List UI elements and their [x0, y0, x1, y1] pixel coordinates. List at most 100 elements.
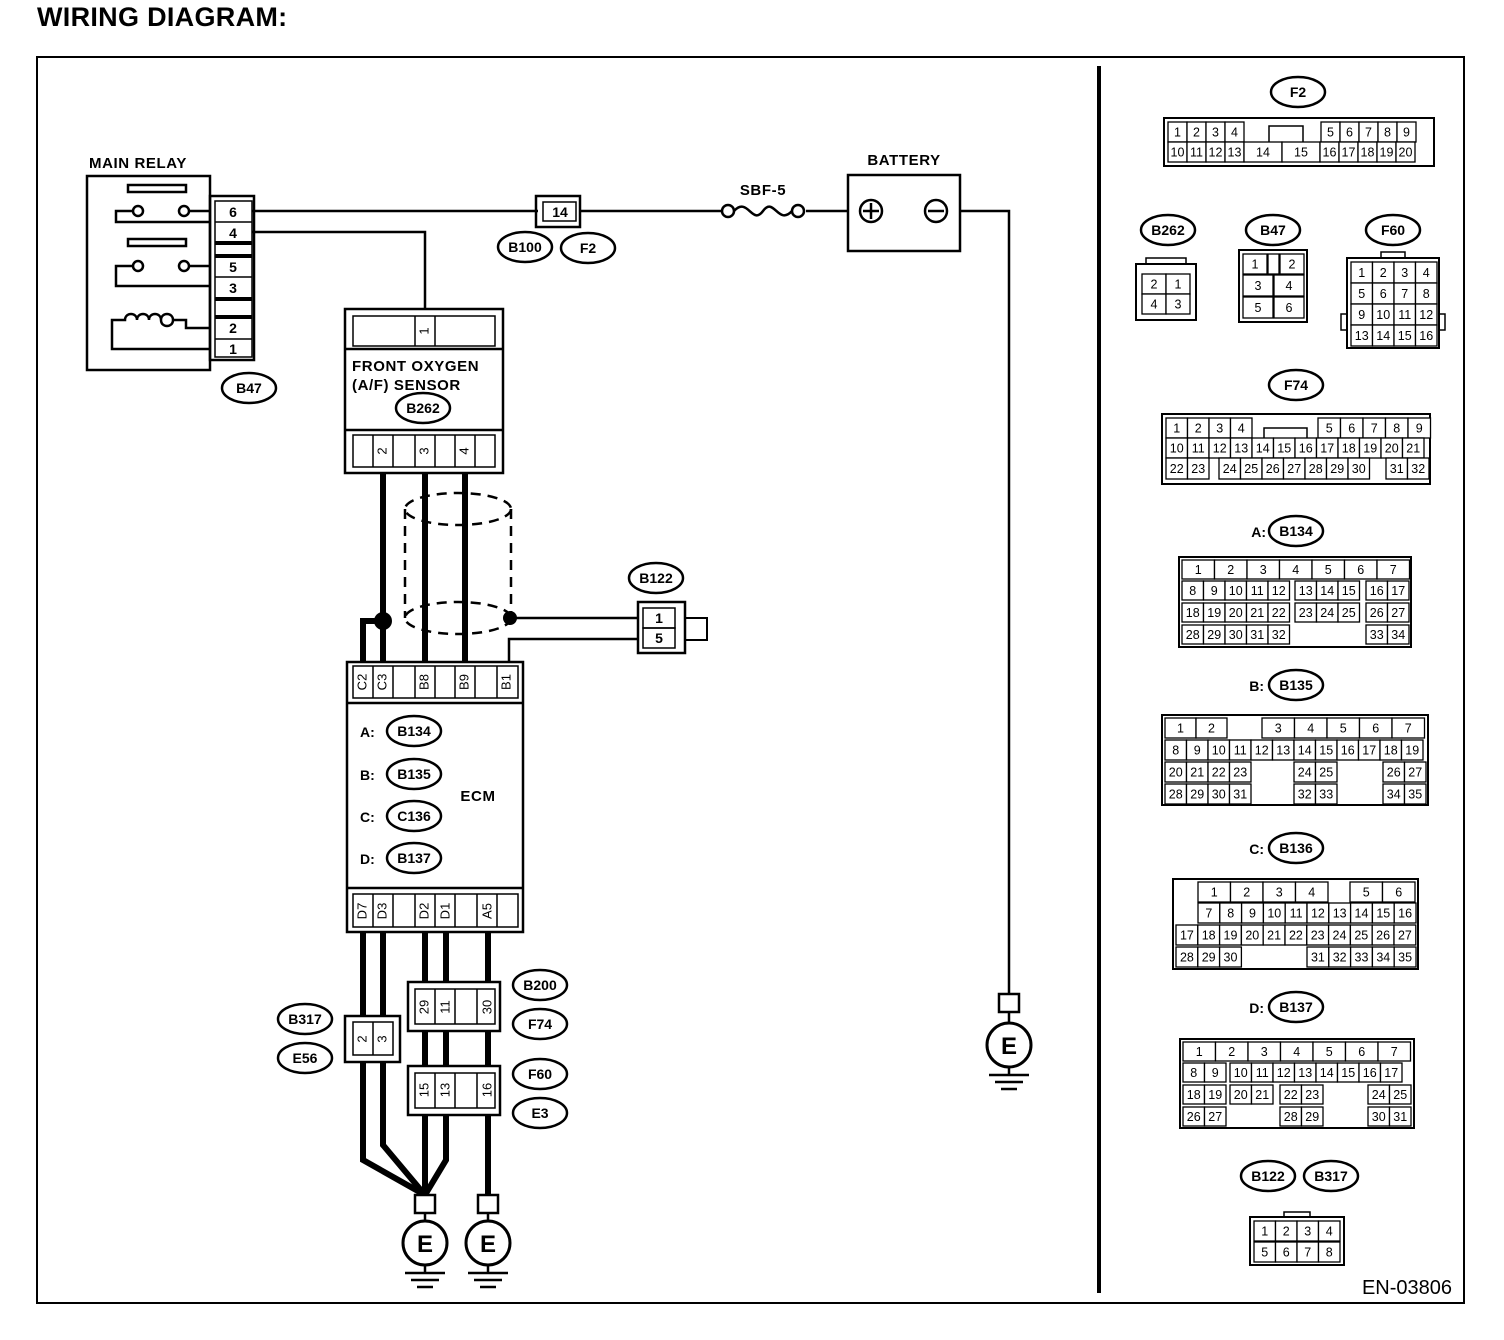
battery: BATTERY [846, 152, 962, 253]
ecm-label: ECM [460, 788, 495, 805]
legend-b134-cell-label: 24 [1320, 606, 1334, 620]
legend-f2-cell-label: 11 [1190, 146, 1203, 160]
ground-label-2: E [480, 1231, 496, 1258]
legend-f74-cell-label: 32 [1411, 462, 1425, 476]
legend-b47-cell-label: 2 [1289, 258, 1296, 272]
legend-b135-cell-label: 33 [1319, 788, 1333, 802]
legend-b134-cell-label: 12 [1272, 584, 1286, 598]
legend-f74-cell-label: 24 [1223, 462, 1237, 476]
b317-connector: B317 E56 2 3 [276, 1002, 402, 1075]
legend-b136-cell-label: 29 [1202, 951, 1216, 965]
legend-f74-cell-label: 31 [1390, 462, 1404, 476]
legend-f74-cell-label: 12 [1213, 442, 1227, 456]
legend-b137-cell [1203, 1062, 1227, 1083]
f60-pin-15: 15 [416, 1083, 431, 1097]
legend-b47-cell [1242, 274, 1274, 297]
legend-b137-cell-label: 25 [1393, 1088, 1407, 1102]
legend-b135-cell-label: 4 [1307, 722, 1314, 736]
legend-b135-cell-label: 15 [1319, 744, 1333, 758]
legend-b137-cell-label: 13 [1298, 1066, 1312, 1080]
fuse-sbf5: SBF-5 [720, 182, 806, 219]
relay-pin-3: 3 [229, 280, 237, 296]
legend-b122-b317-cell [1317, 1220, 1341, 1242]
legend-b136-cell-label: 31 [1311, 951, 1325, 965]
legend-f2-cell-label: 1 [1174, 126, 1181, 140]
legend-b136-cell-label: 25 [1354, 929, 1368, 943]
legend-b135-cell-label: 1 [1177, 722, 1184, 736]
front-oxygen-sensor: 1 FRONT OXYGEN (A/F) SENSOR B262 2 3 4 [343, 307, 505, 475]
b136-tag: C136 [397, 808, 431, 824]
legend-b137-cell-label: 26 [1187, 1110, 1201, 1124]
f60-connector: 15 13 16 F60 E3 [406, 1057, 569, 1130]
legend-b134-cell-label: 6 [1357, 563, 1364, 577]
legend-f74-cell [1186, 457, 1210, 480]
legend-b122-b317-cell-label: 6 [1283, 1246, 1290, 1260]
legend-b136-cell-label: 28 [1180, 951, 1194, 965]
legend-b135-tag-oval [1267, 668, 1325, 702]
legend-b122-tag: B122 [1251, 1168, 1285, 1184]
legend-f2-cell-label: 4 [1231, 126, 1238, 140]
legend-b136-cell-label: 16 [1398, 907, 1412, 921]
legend-f74-cell [1406, 457, 1430, 480]
legend-b136-cell-label: 11 [1290, 907, 1303, 921]
legend-b137-cell-label: 30 [1372, 1110, 1386, 1124]
legend-b136-cell-label: 26 [1376, 929, 1390, 943]
legend-b135-cell-label: 30 [1212, 788, 1226, 802]
legend-b134-cell-label: 16 [1370, 584, 1384, 598]
legend-f74-cell-label: 3 [1216, 422, 1223, 436]
ecm-pin-a5: A5 [479, 903, 494, 919]
legend-f74-cell-label: 25 [1244, 462, 1258, 476]
legend-b262-cell-label: 2 [1151, 278, 1158, 292]
legend-b47-cell-label: 4 [1286, 279, 1293, 293]
shield-connection-point [503, 611, 517, 625]
legend-f74-cell-label: 30 [1352, 462, 1366, 476]
b200-connector: 29 11 30 B200 F74 [406, 968, 569, 1041]
f60-pin-13: 13 [437, 1083, 452, 1097]
legend-b262-cell [1165, 293, 1191, 315]
legend-b135-cell [1403, 761, 1427, 783]
legend-f60-cell-label: 2 [1380, 266, 1387, 280]
legend-b134-cell-label: 17 [1391, 584, 1405, 598]
legend-b136-cell-label: 2 [1243, 886, 1250, 900]
legend-b134-cell-label: 34 [1391, 628, 1405, 642]
legend-b47-cell-label: 6 [1286, 301, 1293, 315]
b122-pin-1: 1 [655, 610, 663, 626]
legend-b122-b317-cell-label: 2 [1283, 1225, 1290, 1239]
legend-f2-cell-label: 20 [1399, 146, 1413, 160]
ecm-pin-c3: C3 [374, 674, 389, 691]
legend-b135-cell-label: 35 [1408, 788, 1422, 802]
legend-b137-cell-label: 12 [1277, 1066, 1291, 1080]
legend-b135-cell-label: 13 [1276, 744, 1290, 758]
legend-f60-cell-label: 7 [1401, 287, 1408, 301]
legend-b134-cell-label: 4 [1292, 563, 1299, 577]
legend-f74-cell-label: 5 [1326, 422, 1333, 436]
sensor-label-2: (A/F) SENSOR [352, 377, 461, 394]
legend-f74-cell-label: 29 [1330, 462, 1344, 476]
legend-f60-cell-label: 8 [1423, 287, 1430, 301]
legend-f74-cell-label: 10 [1170, 442, 1184, 456]
legend-b122-b317-cell-label: 5 [1261, 1246, 1268, 1260]
legend-b136-cell [1381, 881, 1416, 903]
joint-connector: 14 B100 F2 [496, 194, 617, 265]
legend-f2-cell-label: 2 [1193, 126, 1200, 140]
figure-id: EN-03806 [1362, 1277, 1452, 1299]
joint-pin-14: 14 [552, 204, 568, 220]
ecm-pin-c2: C2 [354, 674, 369, 691]
ground-right: E [985, 992, 1033, 1091]
legend-f2-cell [1395, 141, 1416, 163]
legend-b134-cell-label: 1 [1195, 563, 1202, 577]
legend-b136-cell [1393, 924, 1417, 946]
legend-f74-cell-label: 11 [1192, 442, 1205, 456]
legend-b134-cell-label: 23 [1299, 606, 1313, 620]
legend-f74-cell-label: 7 [1371, 422, 1378, 436]
legend-b137-cell [1379, 1062, 1403, 1083]
legend-f2-tag-oval [1269, 75, 1327, 109]
legend-b134-cell-label: 32 [1272, 628, 1286, 642]
legend-b135-cell-label: 3 [1275, 722, 1282, 736]
ground-label-1: E [417, 1231, 433, 1258]
legend-b135-cell-label: 6 [1372, 722, 1379, 736]
legend-b136-cell [1218, 946, 1243, 968]
legend-b134-cell-label: 22 [1272, 606, 1286, 620]
legend-f60-cell-label: 4 [1423, 266, 1430, 280]
